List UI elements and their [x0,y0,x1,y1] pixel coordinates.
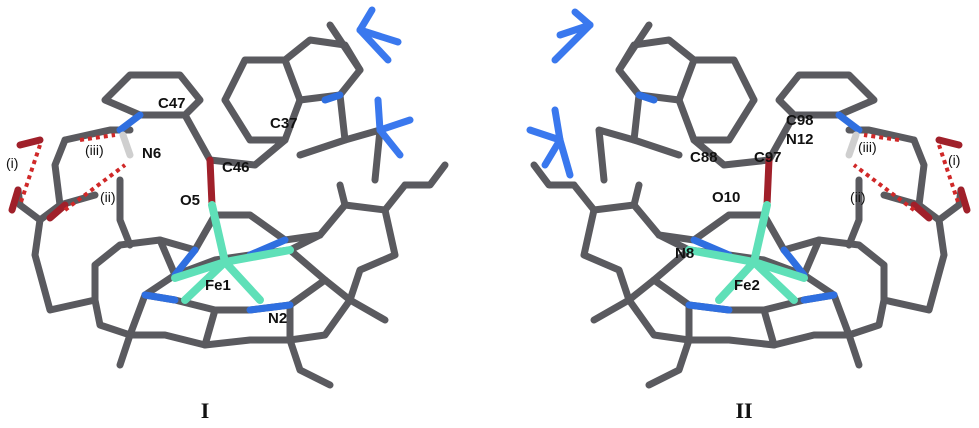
structure-I-nh-hydrogen [119,131,134,159]
structure-I: C47 N6 C37 C46 O5 Fe1 N2 (i) (ii) (iii) … [6,6,449,423]
structure-II-skeleton [530,21,965,389]
label-hbond-i: (i) [6,155,18,171]
label-hbond-iii: (iii) [85,142,104,158]
structure-I-n-bonds [116,91,344,314]
structure-II-hydrogen-bonds [852,133,961,212]
hbond-i [18,144,42,206]
structure-label-II: II [735,398,752,423]
label-C46: C46 [222,159,250,176]
label-C97: C97 [754,149,782,166]
structure-II-iron-center [685,201,808,304]
structure-II-cf3-groups [526,8,594,179]
structure-II-nh-hydrogen [845,131,860,159]
structure-label-I: I [201,398,210,423]
structure-II-n-bonds [635,91,863,314]
label-hbond-ii: (ii) [100,189,116,205]
structure-I-o-bonds [8,136,216,222]
label-hbond-ii: (ii) [850,189,866,205]
label-N8: N8 [675,245,694,262]
label-N6: N6 [142,145,161,162]
label-Fe1: Fe1 [205,277,231,294]
structure-II: C98 N12 C88 C97 O10 N8 Fe2 (i) (ii) (iii… [526,8,971,423]
label-N12: N12 [786,131,814,148]
structure-II-o-bonds [763,136,971,222]
label-C88: C88 [690,149,718,166]
label-O5: O5 [180,192,200,209]
hbond-iii [79,133,116,142]
label-N2: N2 [268,310,287,327]
label-Fe2: Fe2 [734,277,760,294]
label-hbond-iii: (iii) [858,139,877,155]
structure-I-skeleton [14,21,449,389]
label-C47: C47 [158,95,186,112]
structure-I-hydrogen-bonds [18,133,127,212]
hbond-i [937,144,961,206]
label-C98: C98 [786,112,814,129]
structure-I-iron-center [171,201,294,304]
label-hbond-i: (i) [948,152,960,168]
structure-I-cf3-groups [356,6,414,159]
hbond-ii [63,163,127,212]
hbond-iii [863,133,900,142]
label-C37: C37 [270,115,298,132]
label-O10: O10 [712,189,740,206]
